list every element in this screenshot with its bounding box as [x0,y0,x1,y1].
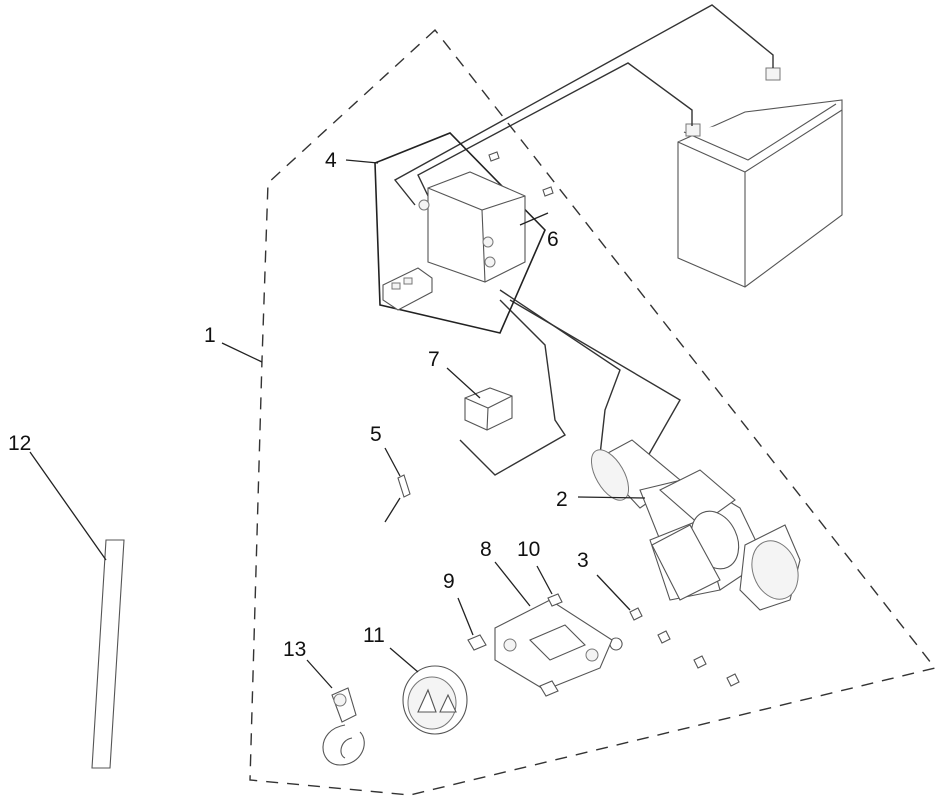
leader-8 [494,561,531,607]
callout-11: 11 [363,624,385,647]
callout-3: 3 [577,549,589,572]
winch-assembly [590,439,801,611]
handlebar-switch [382,267,433,311]
pull-strap [91,539,125,769]
callout-8: 8 [480,538,492,561]
callout-9: 9 [443,570,455,593]
leader-11 [389,647,419,673]
fairlead-bolt [467,634,487,651]
callout-12: 12 [8,432,31,455]
leader-2 [577,496,646,499]
callout-1: 1 [204,324,216,347]
leader-7 [446,367,481,399]
callout-5: 5 [370,423,382,446]
callout-2: 2 [556,488,568,511]
leader-4 [345,159,379,164]
pin [397,474,411,498]
warning-label [402,665,468,735]
motor-cable [499,289,621,456]
leader-5 [384,447,401,477]
fairlead-nut [547,593,563,607]
leader-1 [221,342,263,363]
mounting-bolts [609,607,740,687]
fairlead-bolt-2 [539,680,559,697]
fairlead [494,599,613,691]
battery-cable-negative [417,62,693,201]
pin-line [384,497,401,523]
bolt-top-2 [542,186,554,197]
leader-9 [457,597,474,636]
bolt-top-1 [488,151,500,162]
leader-12 [29,451,107,561]
callout-4: 4 [325,149,337,172]
contactor-group-outline [374,132,546,334]
callout-6: 6 [547,228,559,251]
leader-10 [536,565,553,595]
motor-cable-2 [509,299,681,471]
battery-cable-positive [393,4,774,206]
battery [677,67,843,288]
remote-cable [459,299,566,476]
leader-3 [596,574,631,611]
leader-6 [519,212,549,226]
contactor [418,171,526,283]
kit-outline-dashed [249,28,937,796]
remote-receiver [464,387,513,431]
leader-13 [306,659,333,689]
callout-13: 13 [283,638,306,661]
callout-10: 10 [517,538,540,561]
winch-hook [322,687,365,766]
callout-7: 7 [428,348,440,371]
